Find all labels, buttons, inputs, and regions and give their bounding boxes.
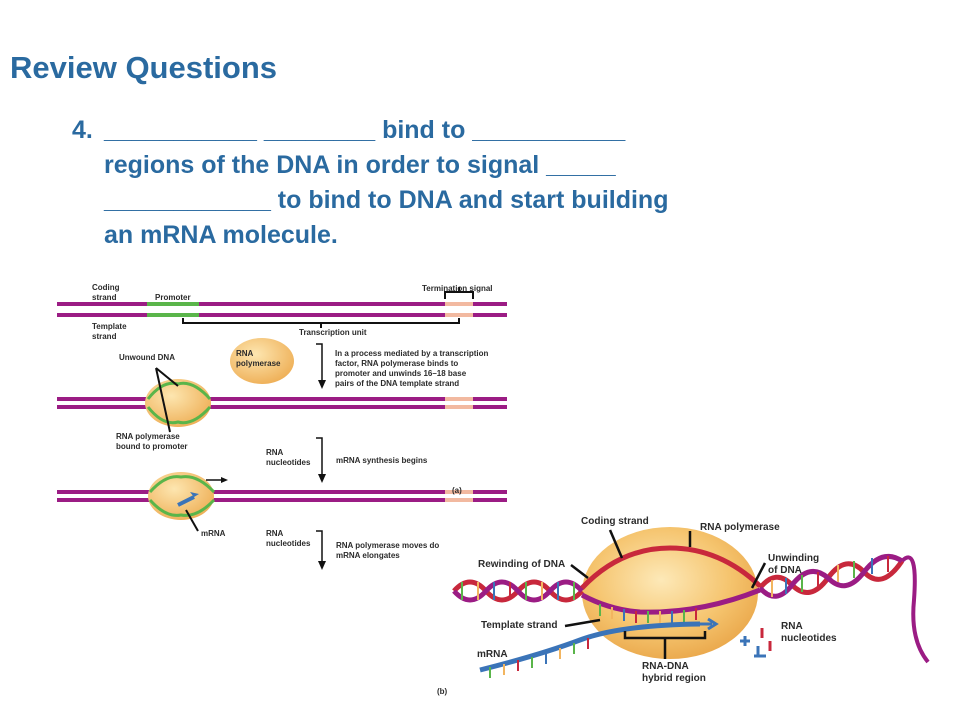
label-rna-pol-bound: RNA polymerase bound to promoter <box>116 432 188 451</box>
unwound-template <box>146 405 212 425</box>
coding-strand-b <box>580 545 762 590</box>
mrna-pointer <box>185 509 199 532</box>
transcription-unit-bracket <box>182 318 460 328</box>
question-number: 4. <box>72 116 93 144</box>
label-promoter: Promoter <box>155 293 191 302</box>
single-strand-tail <box>900 555 930 664</box>
panel-a <box>57 287 507 570</box>
label-rna-nucleotides-1: RNA nucleotides <box>266 448 311 467</box>
label-unwinding: Unwinding of DNA <box>768 553 820 576</box>
label-unwound-dna: Unwound DNA <box>119 353 175 362</box>
mrna-short <box>177 495 195 507</box>
label-rna-polymerase-b: RNA polymerase <box>700 522 780 533</box>
label-coding-strand-a: Coding strand <box>92 283 120 302</box>
promoter-region <box>147 302 199 306</box>
label-mrna-a: mRNA <box>201 529 226 538</box>
label-panel-b: (b) <box>437 687 448 696</box>
right-helix <box>758 553 930 664</box>
label-rna-nucleotides-b: RNA nucleotides <box>781 621 837 644</box>
label-template-strand-b: Template strand <box>481 620 558 631</box>
question-line-4: an mRNA molecule. <box>104 221 338 249</box>
question-line-2: regions of the DNA in order to signal __… <box>104 151 616 179</box>
coding-strand-line <box>57 302 507 306</box>
unwound-pointer <box>155 367 179 433</box>
step-arrow-1 <box>316 343 323 382</box>
step-arrow-3 <box>316 530 323 563</box>
label-rna-polymerase-a: RNA polymerase <box>236 349 281 368</box>
mrna-bases <box>489 638 589 678</box>
question-line-1: ___________ ________ bind to ___________ <box>104 116 626 144</box>
label-hybrid-region: RNA-DNA hybrid region <box>642 661 706 684</box>
panel-b <box>452 527 930 678</box>
question-line-3: ____________ to bind to DNA and start bu… <box>104 186 669 214</box>
rna-polymerase-bound <box>145 379 211 427</box>
mrna-strand-b <box>479 621 701 673</box>
label-panel-a: (a) <box>452 486 462 495</box>
hybrid-base-pairs <box>599 604 697 623</box>
dna-row-3 <box>57 472 507 532</box>
template-strand-b <box>580 587 761 615</box>
slide-title: Review Questions <box>10 50 278 85</box>
label-step-3: RNA polymerase moves do mRNA elongates <box>336 541 440 560</box>
free-nucleotides <box>740 628 772 658</box>
label-rewinding: Rewinding of DNA <box>478 559 566 570</box>
label-step-1: In a process mediated by a transcription… <box>335 349 489 388</box>
label-mrna-b: mRNA <box>477 649 508 660</box>
question-text: 4. ___________ ________ bind to ________… <box>72 113 872 253</box>
coding-strand-pointer <box>608 529 624 559</box>
termination-bracket <box>444 287 474 299</box>
step-arrow-2 <box>316 437 323 476</box>
template-strand-line <box>57 313 507 317</box>
dna-row-1 <box>57 287 507 328</box>
unwound-coding <box>146 381 212 401</box>
unwinding-pointer <box>750 562 767 589</box>
label-step-2: mRNA synthesis begins <box>336 456 428 465</box>
hybrid-bracket <box>623 631 707 659</box>
rewinding-pointer <box>570 564 589 579</box>
left-helix <box>452 579 584 603</box>
label-coding-strand-b: Coding strand <box>581 516 649 527</box>
label-transcription-unit: Transcription unit <box>299 328 367 337</box>
template-strand-pointer <box>564 618 601 628</box>
panel-b-pointers <box>564 529 767 659</box>
termination-region <box>445 302 473 306</box>
label-rna-nucleotides-2: RNA nucleotides <box>266 529 311 548</box>
dna-row-2 <box>57 367 507 433</box>
label-termination-signal: Termination signal <box>422 284 493 293</box>
rna-polymerase-free <box>230 338 294 384</box>
label-template-strand-a: Template strand <box>92 322 127 341</box>
